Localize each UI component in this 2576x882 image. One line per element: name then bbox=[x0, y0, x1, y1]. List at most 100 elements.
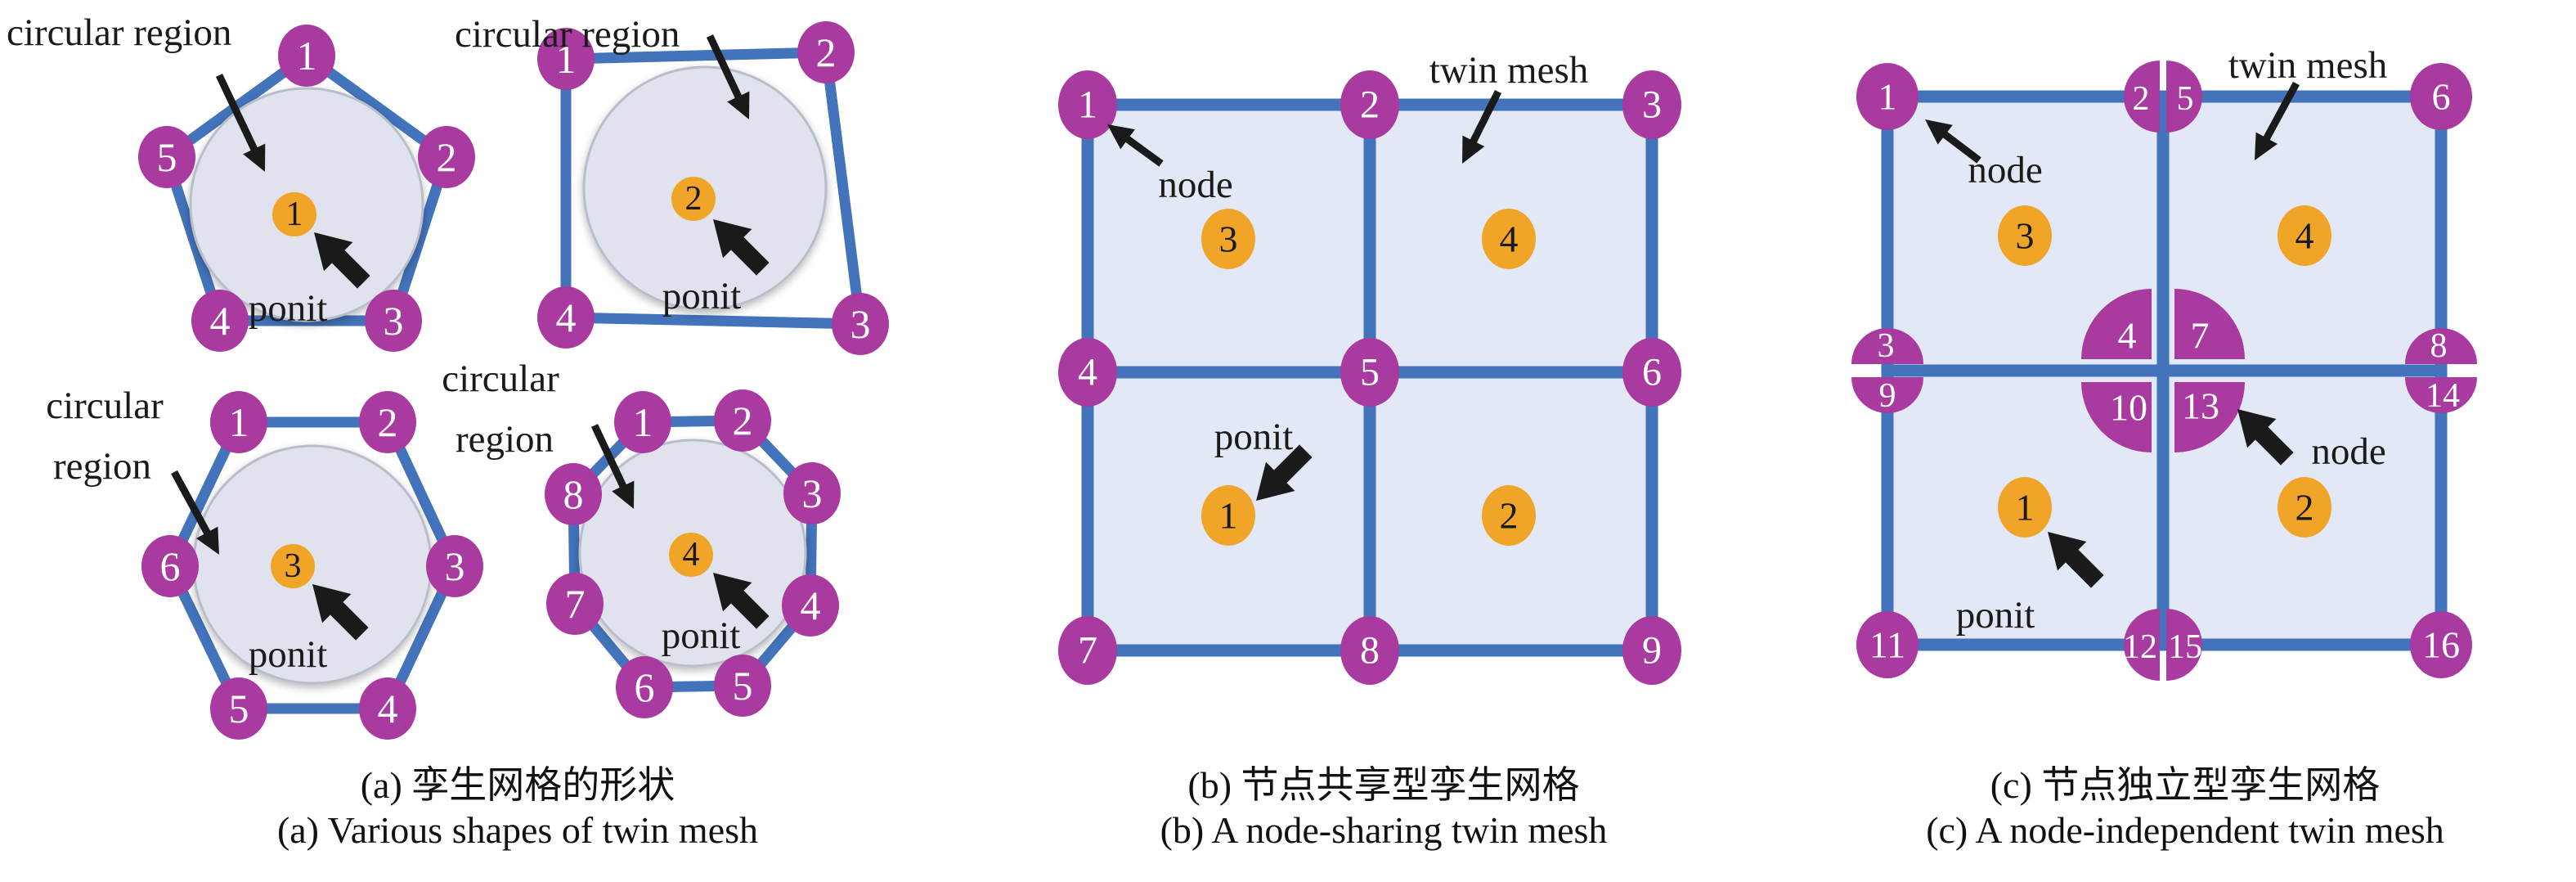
point-3 bbox=[1998, 205, 2052, 266]
node-number: 12 bbox=[2123, 628, 2157, 666]
node-1 bbox=[537, 28, 595, 90]
node-5 bbox=[2166, 61, 2202, 133]
node-9 bbox=[1622, 616, 1681, 685]
arrow-shaft bbox=[171, 470, 213, 540]
node-number: 2 bbox=[733, 398, 753, 443]
node-1 bbox=[614, 391, 671, 453]
node-number: 1 bbox=[1878, 76, 1897, 118]
node-15 bbox=[2166, 609, 2202, 681]
caption-a-en: (a) Various shapes of twin mesh bbox=[276, 809, 759, 851]
arrow-head bbox=[1107, 124, 1135, 150]
node-number: 4 bbox=[378, 686, 398, 731]
point-number: 1 bbox=[1219, 495, 1238, 537]
caption-c-en: (c) A node-independent twin mesh bbox=[1926, 809, 2444, 851]
point-4 bbox=[2278, 205, 2331, 266]
node-1 bbox=[278, 25, 335, 87]
node-number: 15 bbox=[2168, 628, 2202, 666]
point-2 bbox=[2278, 477, 2331, 538]
node-number: 5 bbox=[157, 134, 177, 180]
point-number: 2 bbox=[1500, 495, 1519, 537]
node-number: 8 bbox=[1360, 629, 1380, 673]
ponit-label: ponit bbox=[662, 275, 742, 317]
node-3 bbox=[1622, 70, 1681, 139]
node-number: 6 bbox=[160, 543, 181, 589]
node-7 bbox=[1058, 616, 1117, 685]
node-1 bbox=[1856, 63, 1919, 130]
ponit-label: ponit bbox=[1214, 416, 1294, 458]
node-number: 2 bbox=[816, 29, 837, 75]
node-number: 5 bbox=[733, 663, 753, 709]
node-11 bbox=[1856, 611, 1919, 678]
node-number: 4 bbox=[801, 583, 821, 628]
node-number: 7 bbox=[1078, 629, 1097, 673]
node-6 bbox=[141, 535, 199, 597]
node-label: node bbox=[1968, 149, 2042, 191]
point-1 bbox=[272, 192, 316, 236]
node-3 bbox=[832, 293, 889, 355]
node-4 bbox=[1058, 338, 1117, 407]
node-number: 5 bbox=[229, 686, 249, 731]
point-4 bbox=[669, 533, 713, 577]
node-number: 3 bbox=[1642, 83, 1662, 127]
caption-panel-b: (b) 节点共享型孪生网格 (b) A node-sharing twin me… bbox=[999, 763, 1768, 853]
node-number: 1 bbox=[633, 399, 653, 445]
point-number: 3 bbox=[2016, 215, 2035, 257]
node-5 bbox=[138, 126, 195, 188]
arrow-shaft bbox=[590, 424, 629, 493]
arrow-head bbox=[727, 91, 750, 119]
node-4 bbox=[191, 290, 249, 352]
node-number: 4 bbox=[1078, 351, 1097, 394]
node-number: 2 bbox=[1360, 83, 1380, 127]
ponit-label: ponit bbox=[249, 633, 328, 676]
node-2 bbox=[418, 126, 475, 188]
node-label: node bbox=[1158, 164, 1232, 206]
node-number: 13 bbox=[2182, 385, 2219, 427]
arrow-head bbox=[2255, 132, 2278, 160]
cursor-arrow bbox=[1256, 444, 1313, 501]
arrow-head bbox=[196, 526, 219, 555]
cursor-arrow bbox=[2237, 409, 2294, 466]
cursor-arrow bbox=[713, 573, 770, 629]
node-number: 7 bbox=[565, 581, 586, 627]
arrow-shaft bbox=[1467, 89, 1502, 148]
node-number: 6 bbox=[1642, 351, 1662, 394]
point-number: 1 bbox=[286, 196, 303, 233]
caption-a-zh: (a) 孪生网格的形状 bbox=[360, 764, 675, 806]
node-number: 1 bbox=[229, 399, 249, 445]
node-6 bbox=[616, 656, 673, 718]
cursor-arrow bbox=[713, 219, 770, 276]
node-number: 1 bbox=[556, 36, 577, 82]
node-16 bbox=[2410, 611, 2472, 678]
node-number: 8 bbox=[563, 471, 584, 517]
node-number: 14 bbox=[2426, 377, 2460, 415]
point-1 bbox=[1998, 477, 2052, 538]
node-number: 2 bbox=[378, 399, 398, 445]
node-number: 5 bbox=[1360, 351, 1380, 394]
arrow-shaft bbox=[215, 74, 260, 156]
arrow-shaft bbox=[706, 34, 744, 104]
circular-region-label: circular region bbox=[455, 13, 680, 56]
caption-b-zh: (b) 节点共享型孪生网格 bbox=[1187, 764, 1580, 806]
node-number: 2 bbox=[437, 134, 457, 180]
node-2 bbox=[797, 21, 855, 83]
node-number: 11 bbox=[1869, 624, 1905, 666]
point-number: 4 bbox=[1500, 218, 1519, 260]
node-number: 6 bbox=[2432, 76, 2451, 118]
node-5 bbox=[210, 677, 267, 740]
point-number: 3 bbox=[1219, 218, 1238, 260]
node-1 bbox=[1058, 70, 1117, 139]
point-number: 2 bbox=[685, 180, 702, 218]
node-number: 3 bbox=[802, 470, 823, 516]
node-6 bbox=[2410, 63, 2472, 130]
point-1 bbox=[1201, 485, 1255, 546]
node-number: 8 bbox=[2430, 327, 2448, 365]
node-2 bbox=[714, 389, 771, 452]
node-number: 5 bbox=[2177, 80, 2194, 118]
node-4 bbox=[537, 286, 595, 349]
node-5 bbox=[714, 655, 771, 717]
